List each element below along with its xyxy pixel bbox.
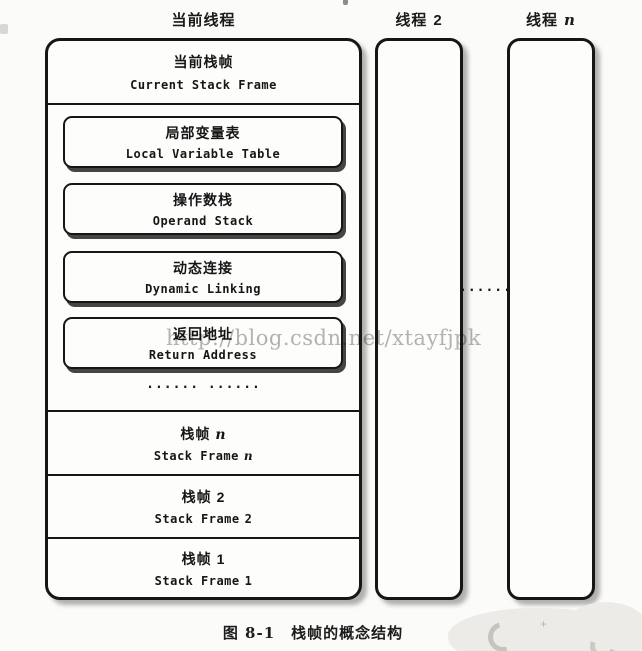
local-variable-table-zh: 局部变量表	[165, 125, 241, 141]
operand-stack-box: 操作数栈 Operand Stack	[63, 183, 343, 235]
stack-frame-n-zh-suffix: n	[215, 426, 227, 443]
dynamic-linking-zh: 动态连接	[173, 260, 233, 276]
current-stack-frame-section: 当前栈帧 Current Stack Frame	[48, 41, 359, 105]
stack-frame-1-en-suffix: 1	[244, 573, 253, 588]
stack-frame-n-en: Stack Frame n	[154, 449, 253, 463]
thread-2-label: 线程 2	[375, 9, 463, 29]
local-variable-table-en: Local Variable Table	[125, 147, 281, 161]
csdn-stamp-plus-mark: +	[540, 617, 548, 631]
stack-frame-n-zh-prefix: 栈帧	[180, 425, 211, 442]
threads-ellipsis: ......	[459, 280, 512, 295]
return-address-zh: 返回地址	[173, 326, 233, 342]
operand-stack-zh: 操作数栈	[173, 192, 233, 208]
local-variable-table-box: 局部变量表 Local Variable Table	[63, 116, 343, 168]
thread-2-stack-box	[375, 38, 463, 600]
current-thread-label: 当前线程	[171, 12, 236, 29]
stack-frames-ellipsis: ...... ......	[146, 377, 261, 392]
csdn-stamp-blob	[562, 602, 642, 651]
thread-n-label: 线程 n	[507, 9, 595, 29]
scan-artifact	[343, 0, 348, 5]
dynamic-linking-box: 动态连接 Dynamic Linking	[63, 251, 343, 303]
thread-2-label-suffix: 2	[433, 12, 443, 29]
stack-frame-n-en-suffix: n	[243, 448, 254, 463]
thread-2-label-prefix: 线程	[395, 12, 428, 29]
stack-frame-2-zh-prefix: 栈帧	[181, 489, 212, 505]
stack-frame-1-zh-suffix: 1	[216, 550, 226, 567]
stack-frame-2-en: Stack Frame 2	[155, 512, 253, 526]
scan-artifact	[0, 24, 8, 34]
current-stack-frame-title-zh: 当前栈帧	[173, 54, 234, 70]
current-thread-stack-box: 当前栈帧 Current Stack Frame 局部变量表 Local Var…	[45, 38, 362, 600]
stack-frame-2-en-prefix: Stack Frame	[154, 512, 240, 526]
thread-n-label-suffix: n	[564, 11, 576, 29]
stack-frame-2-en-suffix: 2	[244, 512, 253, 526]
operand-stack-en: Operand Stack	[152, 214, 254, 228]
stack-frame-1-en: Stack Frame 1	[155, 574, 253, 588]
stack-frame-n-en-prefix: Stack Frame	[153, 448, 239, 463]
csdn-watermark-url: http://blog.csdn.net/xtayfjpk	[166, 326, 482, 350]
stack-frame-1-zh-prefix: 栈帧	[181, 550, 212, 567]
thread-n-stack-box	[507, 38, 595, 600]
stack-frame-2-zh-suffix: 2	[216, 489, 226, 505]
current-stack-frame-title-en: Current Stack Frame	[130, 78, 277, 92]
return-address-en: Return Address	[148, 348, 258, 362]
figure-caption: 图 8-1 栈帧的概念结构	[222, 624, 404, 642]
thread-n-label-prefix: 线程	[526, 12, 559, 29]
return-address-box: 返回地址 Return Address	[63, 317, 343, 369]
dynamic-linking-en: Dynamic Linking	[145, 282, 261, 296]
stack-frame-1-en-prefix: Stack Frame	[154, 573, 240, 588]
